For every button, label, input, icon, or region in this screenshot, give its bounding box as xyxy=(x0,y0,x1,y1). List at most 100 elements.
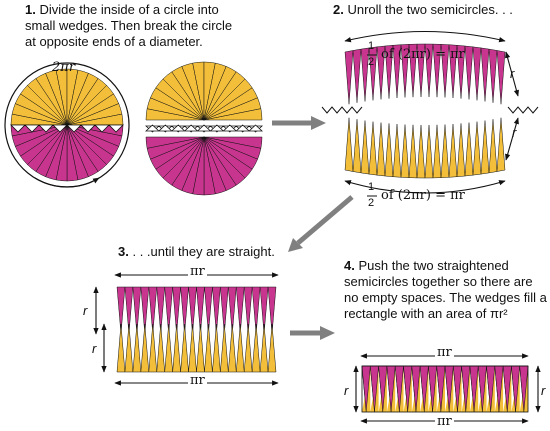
bottom-fan-wedge xyxy=(344,117,354,172)
unrolling-magenta-semicircle xyxy=(344,43,506,105)
lower-break xyxy=(144,124,264,132)
diameter-break xyxy=(10,124,124,133)
step4-top-pi-r-label: πr xyxy=(435,345,454,360)
rect-yellow-wedge xyxy=(386,366,396,412)
lower-half-wedge xyxy=(145,136,205,149)
wedged-circle-1 xyxy=(10,68,124,182)
straight-magenta-wedge xyxy=(116,286,126,335)
straight-yellow-wedge xyxy=(188,323,197,373)
top-fan-wedge xyxy=(440,44,450,98)
top-fan-wedge xyxy=(488,48,498,103)
straight-yellow-wedge xyxy=(243,323,253,373)
bottom-fan-wedge xyxy=(360,120,370,175)
bottom-fan-wedge xyxy=(376,122,386,177)
rect-yellow-wedge xyxy=(428,366,437,412)
straight-magenta-wedge xyxy=(235,286,245,335)
bottom-fan-wedge xyxy=(352,119,362,174)
straight-yellow-wedge xyxy=(235,323,245,373)
top-fan-wedge xyxy=(472,46,482,101)
bottom-fan-wedge xyxy=(496,117,506,172)
top-fan-wedge xyxy=(408,43,418,98)
bottom-fan-wedge xyxy=(440,124,450,178)
bottom-fan-wedge xyxy=(432,124,442,179)
top-fan-wedge xyxy=(480,47,490,102)
step-4-description: Push the two straightened semicircles to… xyxy=(344,258,547,321)
top-radius-arrow xyxy=(505,51,519,97)
straight-yellow-wedge xyxy=(228,323,237,373)
top-fan-wedge xyxy=(456,45,466,99)
bottom-radius-arrow xyxy=(505,117,519,161)
step-3-number: 3. xyxy=(118,244,129,259)
step3-top-pi-r-label: πr xyxy=(188,264,207,279)
straight-magenta-wedge xyxy=(251,286,261,335)
bottom-fan-wedge xyxy=(472,121,482,176)
straight-yellow-wedge xyxy=(148,323,158,373)
top-fan-wedge xyxy=(416,43,426,98)
arrow-to-step-4-icon xyxy=(290,326,335,340)
bottom-fan-wedge xyxy=(448,124,458,178)
straight-magenta-wedge xyxy=(220,286,229,335)
step-4-number: 4. xyxy=(344,258,355,273)
filled-rectangle xyxy=(361,365,529,413)
bottom-arc-arrow xyxy=(344,180,506,194)
straight-magenta-wedge xyxy=(259,286,269,335)
top-fan-wedge xyxy=(384,45,394,99)
step3-upper-radius-label: r xyxy=(83,303,88,318)
straight-magenta-wedge xyxy=(172,286,181,335)
bottom-fan-wedge xyxy=(464,122,474,177)
straight-yellow-wedge xyxy=(204,323,213,373)
rect-yellow-wedge xyxy=(519,366,528,412)
step-1-description: Divide the inside of a circle into small… xyxy=(25,2,233,49)
top-fan-wedge xyxy=(352,48,362,103)
straight-yellow-wedge xyxy=(140,323,150,373)
top-fan-wedge xyxy=(344,50,354,105)
straight-magenta-wedge xyxy=(180,286,189,335)
straight-yellow-wedge xyxy=(267,323,277,373)
unrolling-yellow-semicircle xyxy=(344,117,506,179)
bottom-fan-wedge xyxy=(400,124,410,178)
bottom-fan-wedge xyxy=(408,124,418,179)
step4-left-radius-label: r xyxy=(344,383,349,398)
step4-bottom-pi-r-label: πr xyxy=(435,414,454,429)
top-fan-wedge xyxy=(368,46,378,101)
step-3-description: . . .until they are straight. xyxy=(132,244,275,259)
wedged-circle-2 xyxy=(144,61,264,196)
step-1-number: 1. xyxy=(25,2,36,17)
straight-magenta-wedge xyxy=(204,286,213,335)
upper-half-wedge xyxy=(203,108,263,121)
bottom-fan-wedge xyxy=(392,124,402,178)
straight-magenta-wedge xyxy=(132,286,142,335)
top-fan-wedge xyxy=(376,45,386,100)
top-fan-wedge xyxy=(360,47,370,102)
straightened-strips xyxy=(116,286,277,373)
zigzag-left-left xyxy=(321,106,363,114)
bottom-fan-wedge xyxy=(368,121,378,176)
bottom-fan-wedge xyxy=(416,124,426,179)
straight-magenta-wedge xyxy=(140,286,150,335)
bottom-half-formula: of (2πr) = πr xyxy=(381,188,465,203)
straight-magenta-wedge xyxy=(156,286,165,335)
top-arc-arrow xyxy=(344,31,506,43)
straight-magenta-wedge xyxy=(243,286,253,335)
arrow-to-step-2-icon xyxy=(272,116,326,130)
straight-magenta-wedge xyxy=(212,286,221,335)
rect-yellow-wedge xyxy=(511,366,520,412)
step-4-text: 4. Push the two straightened semicircles… xyxy=(344,258,549,322)
bottom-fan-wedge xyxy=(456,123,466,177)
step-2-text: 2. Unroll the two semicircles. . . xyxy=(333,2,548,18)
step-3-text: 3. . . .until they are straight. xyxy=(118,244,318,260)
straight-magenta-wedge xyxy=(148,286,158,335)
straight-magenta-wedge xyxy=(267,286,277,335)
circumference-label: 2πr xyxy=(52,60,76,75)
step2-top-radius-label: r xyxy=(510,66,515,81)
straight-yellow-wedge xyxy=(180,323,189,373)
bottom-fan-wedge xyxy=(480,120,490,175)
step3-lower-radius-label: r xyxy=(92,341,97,356)
straight-yellow-wedge xyxy=(164,323,173,373)
straight-magenta-wedge xyxy=(196,286,205,335)
straight-yellow-wedge xyxy=(172,323,181,373)
top-fan-wedge xyxy=(448,44,458,98)
arrow-to-step-3-icon xyxy=(288,195,354,252)
straight-yellow-wedge xyxy=(212,323,221,373)
